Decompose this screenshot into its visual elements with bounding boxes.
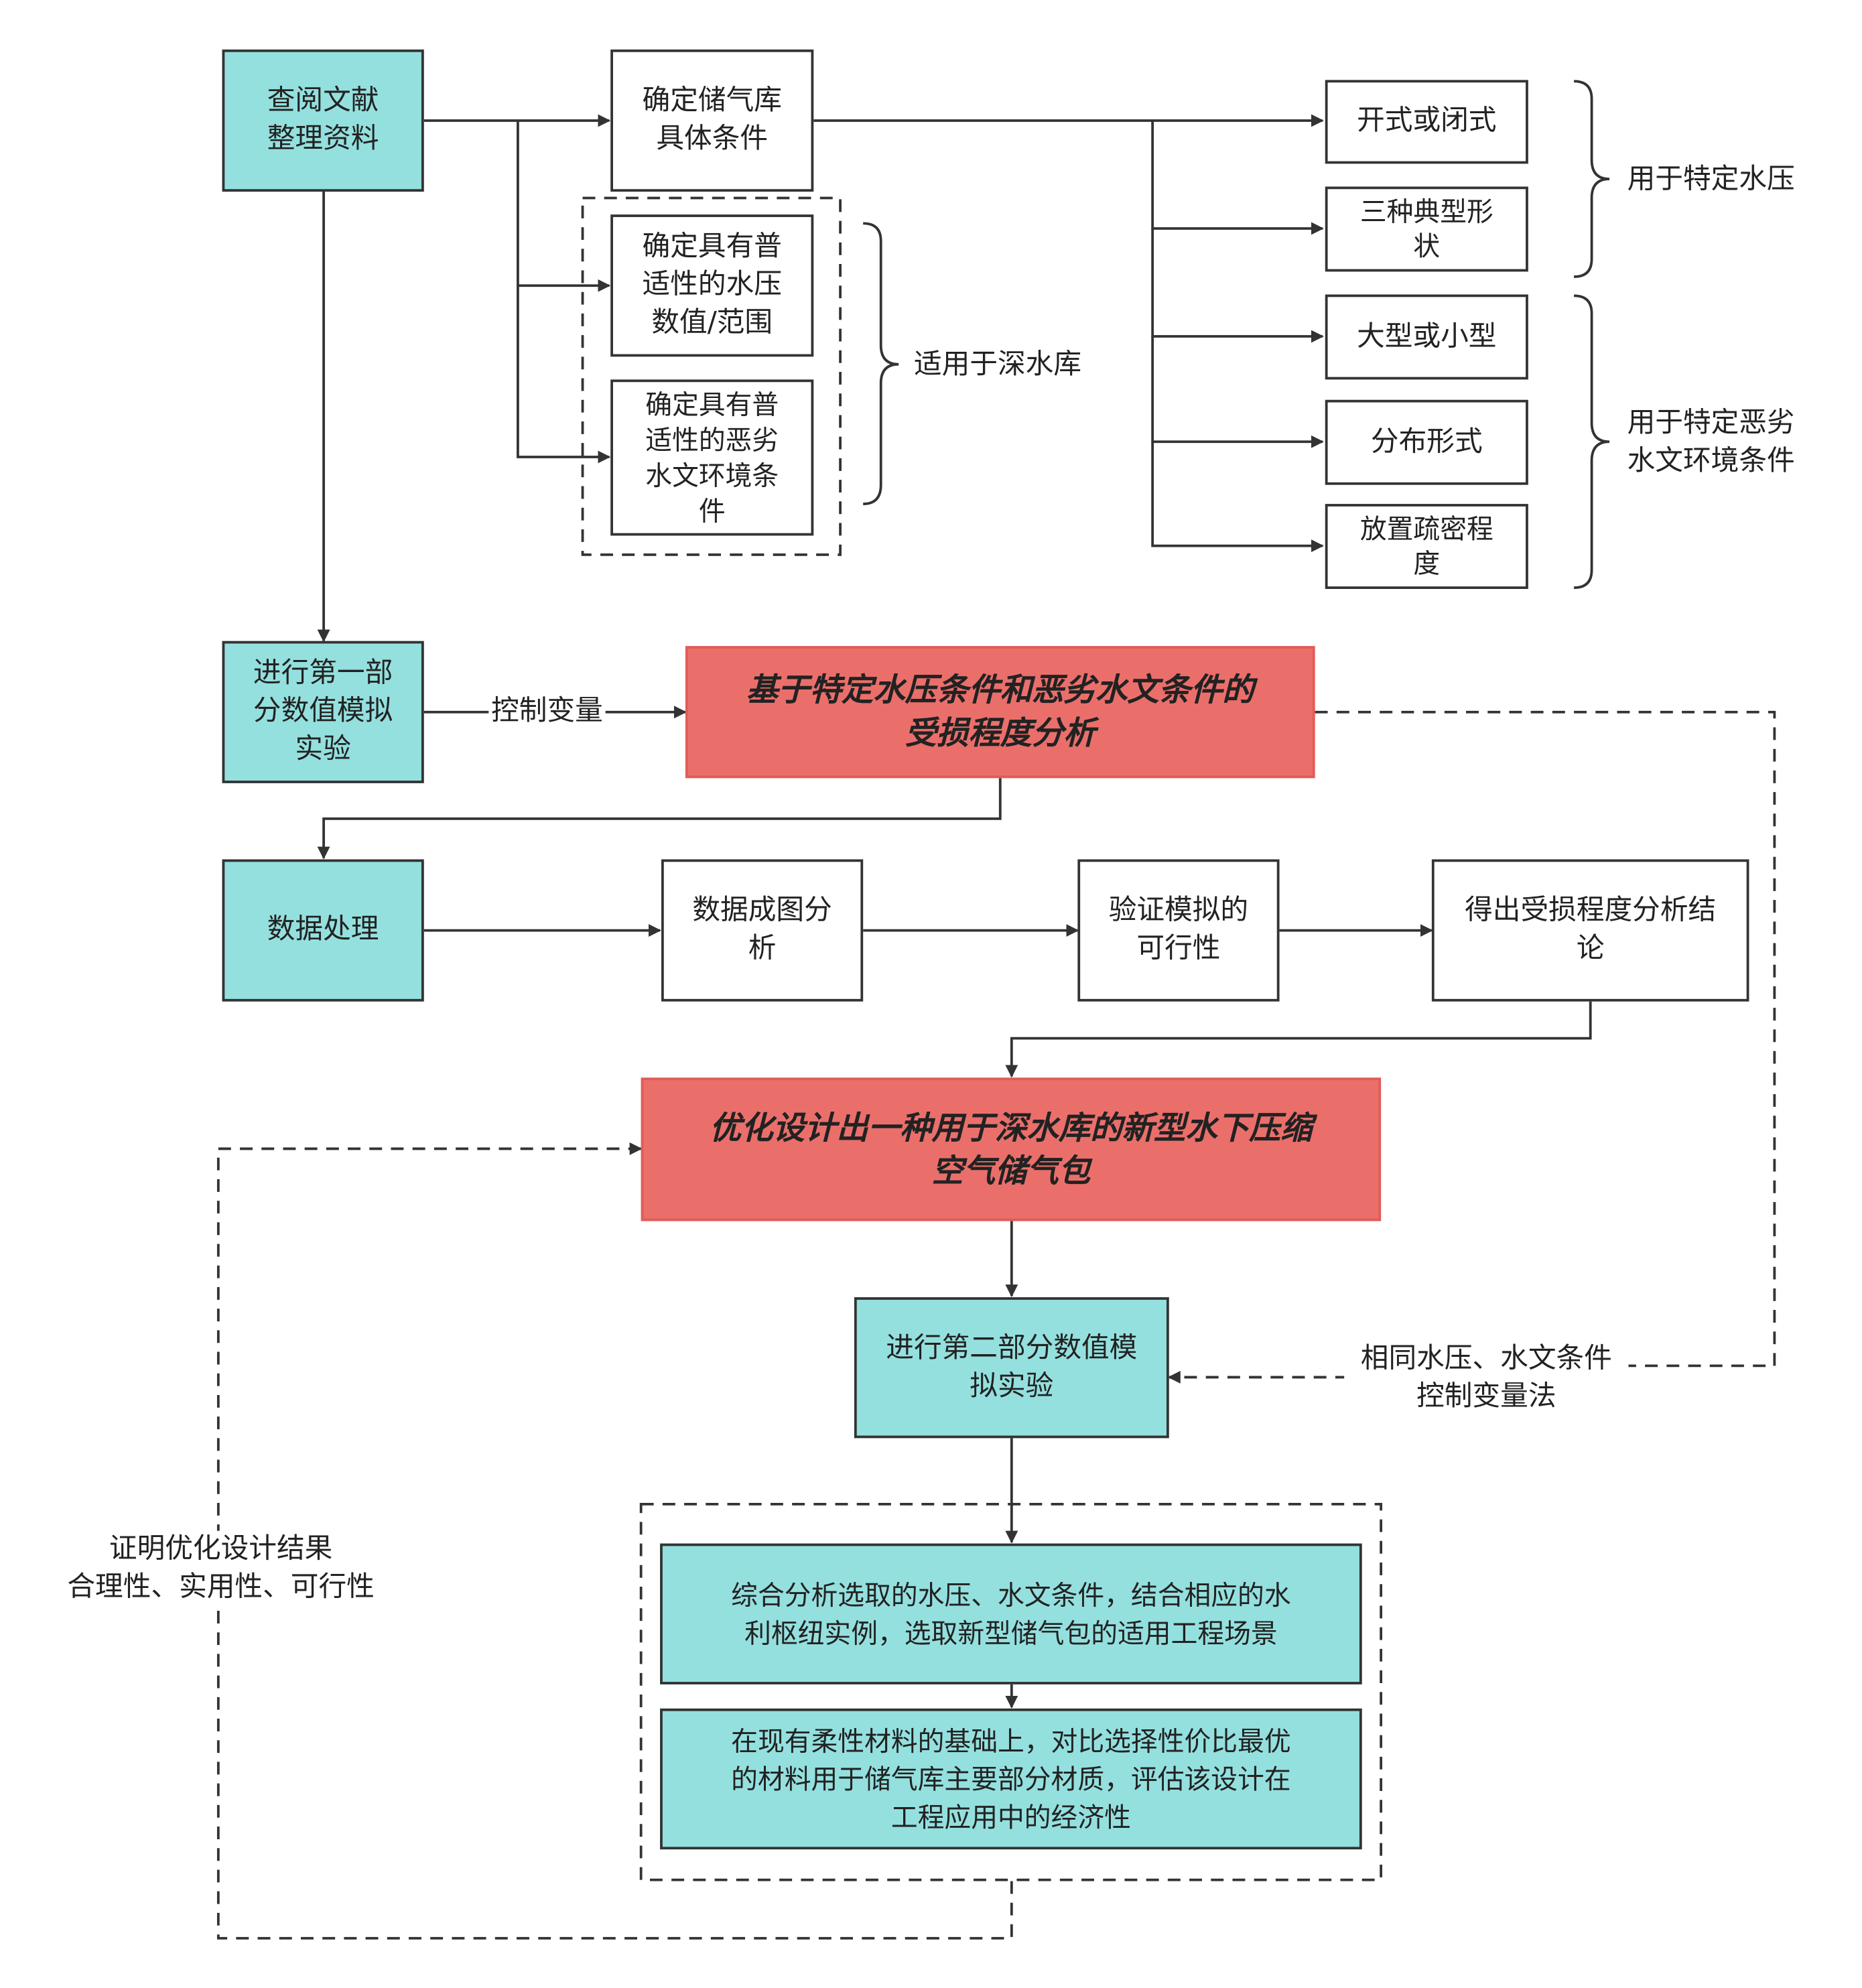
node-second-simulation[interactable]: 进行第二部分数值模 拟实验	[854, 1297, 1169, 1439]
dashed-arrow-damage-to-second-sim	[1169, 710, 1776, 1378]
node-data-charting[interactable]: 数据成图分 析	[661, 859, 864, 1002]
node-optimized-design[interactable]: 优化设计出一种用于深水库的新型水下压缩 空气储气包	[641, 1077, 1382, 1221]
label-prove-design: 证明优化设计结果 合理性、实用性、可行性	[50, 1530, 391, 1607]
label-control-variable: 控制变量	[488, 693, 606, 732]
label-same-conditions: 相同水压、水文条件 控制变量法	[1344, 1340, 1629, 1417]
arrow-conditions-to-size	[1151, 228, 1324, 343]
label-specific-hydro: 用于特定恶劣 水文环境条件	[1627, 407, 1795, 478]
node-water-pressure-range[interactable]: 确定具有普 适性的水压 数值/范围	[610, 214, 814, 357]
label-deep-reservoir: 适用于深水库	[913, 348, 1082, 381]
arrow-lit-to-hydro	[517, 285, 611, 464]
brace-specific-pressure	[1573, 80, 1610, 278]
node-hydro-conditions[interactable]: 确定具有普 适性的恶劣 水文环境条 件	[610, 379, 814, 536]
node-three-shapes[interactable]: 三种典型形 状	[1325, 186, 1528, 272]
dashed-group-deep-reservoir	[581, 196, 842, 556]
node-damage-analysis[interactable]: 基于特定水压条件和恶劣水文条件的 受损程度分析	[685, 646, 1315, 779]
node-open-closed[interactable]: 开式或闭式	[1325, 80, 1528, 164]
node-material-selection[interactable]: 在现有柔性材料的基础上，对比选择性价比最优 的材料用于储气库主要部分材质，评估该…	[660, 1708, 1362, 1850]
arrow-conditions-to-density	[1151, 442, 1324, 553]
brace-specific-hydro	[1573, 294, 1610, 590]
arrow-lit-to-pressure	[517, 120, 611, 292]
node-storage-conditions[interactable]: 确定储气库 具体条件	[610, 49, 814, 192]
arrow-conditions-to-distribution	[1151, 336, 1324, 448]
node-large-small[interactable]: 大型或小型	[1325, 294, 1528, 380]
arrow-conclusion-to-design	[1005, 1001, 1592, 1078]
node-placement-density[interactable]: 放置疏密程 度	[1325, 504, 1528, 590]
node-damage-conclusion[interactable]: 得出受损程度分析结 论	[1431, 859, 1749, 1002]
node-distribution[interactable]: 分布形式	[1325, 399, 1528, 485]
arrow-conditions-to-shapes	[1151, 120, 1324, 235]
brace-deep-reservoir	[863, 222, 899, 505]
node-verify-feasibility[interactable]: 验证模拟的 可行性	[1077, 859, 1280, 1002]
node-data-processing[interactable]: 数据处理	[222, 859, 424, 1002]
arrow-damage-to-data	[317, 778, 1002, 860]
node-engineering-scenario[interactable]: 综合分析选取的水压、水文条件，结合相应的水 利枢纽实例，选取新型储气包的适用工程…	[660, 1543, 1362, 1684]
node-lit-review[interactable]: 查阅文献 整理资料	[222, 49, 424, 192]
label-specific-pressure: 用于特定水压	[1627, 163, 1795, 196]
node-first-simulation[interactable]: 进行第一部 分数值模拟 实验	[222, 641, 424, 783]
dashed-arrow-evaluation-to-design	[216, 1142, 1013, 1940]
